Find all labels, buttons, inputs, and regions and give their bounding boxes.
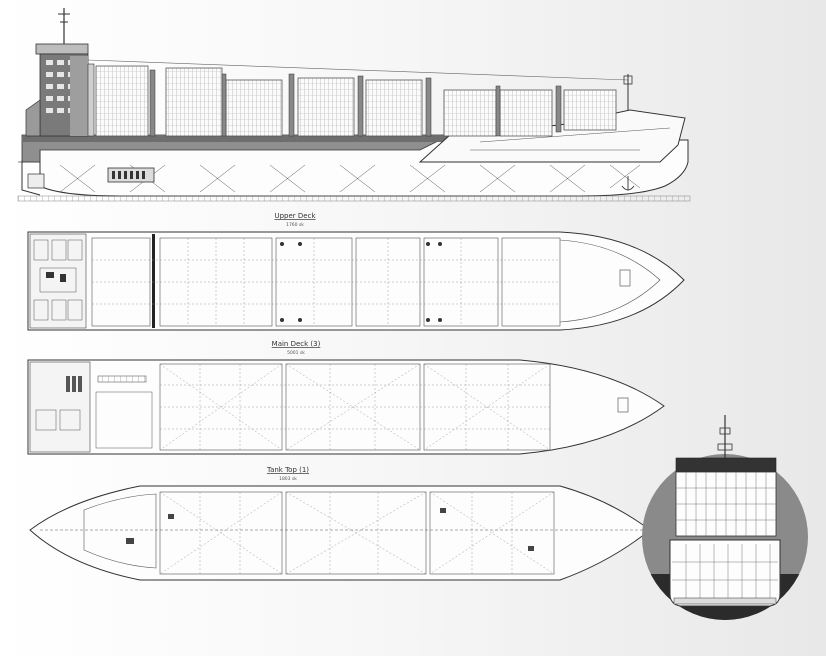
tank-top-plan: Tank Top (1) 1803 sk — [29, 466, 651, 581]
tank-top-outline — [29, 485, 651, 581]
upper-deck-title: Upper Deck — [274, 212, 316, 220]
profile-view — [17, 8, 691, 202]
main-deck-note: 5001 sk — [287, 350, 305, 356]
midship-section — [642, 415, 808, 620]
tank-top-note: 1803 sk — [279, 476, 297, 482]
main-deck-title: Main Deck (3) — [272, 340, 321, 348]
upper-deck-note: 1760 sk — [286, 222, 304, 228]
upper-deck-plan: Upper Deck 1760 sk — [27, 212, 685, 331]
tank-top-title: Tank Top (1) — [266, 466, 309, 474]
container-stacks — [95, 65, 617, 137]
main-deck-plan: Main Deck (3) 5001 sk — [27, 340, 665, 455]
superstructure — [25, 8, 95, 137]
